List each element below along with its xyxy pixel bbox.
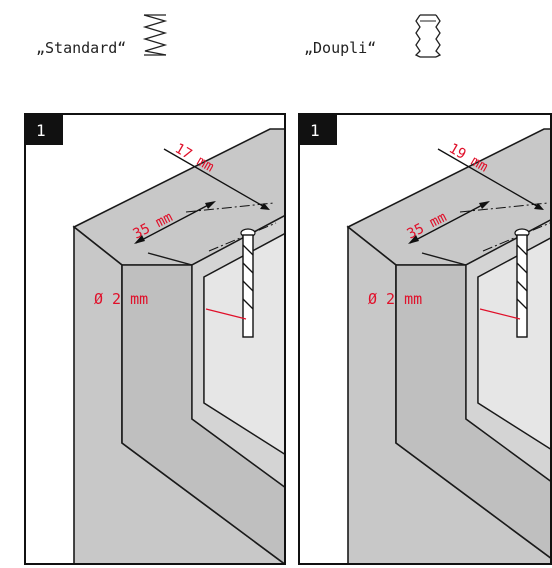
glass-pane — [203, 233, 284, 455]
standard-caption: „Standard“ — [36, 39, 127, 57]
standard-diagram-panel: 35 mm 17 mm Ø 2 mm 1 — [24, 113, 286, 565]
drill-diameter-label: Ø 2 mm — [94, 290, 148, 308]
step-badge — [300, 115, 337, 145]
doupli-diagram-panel: 35 mm 19 mm Ø 2 mm 1 — [298, 113, 552, 565]
double-zigzag-icon — [415, 14, 441, 58]
doupli-caption: „Doupli“ — [304, 39, 377, 57]
step-number: 1 — [36, 121, 46, 140]
zigzag-icon — [142, 14, 168, 56]
step-number: 1 — [310, 121, 320, 140]
drill-diameter-label: Ø 2 mm — [368, 290, 422, 308]
step-badge — [26, 115, 63, 145]
